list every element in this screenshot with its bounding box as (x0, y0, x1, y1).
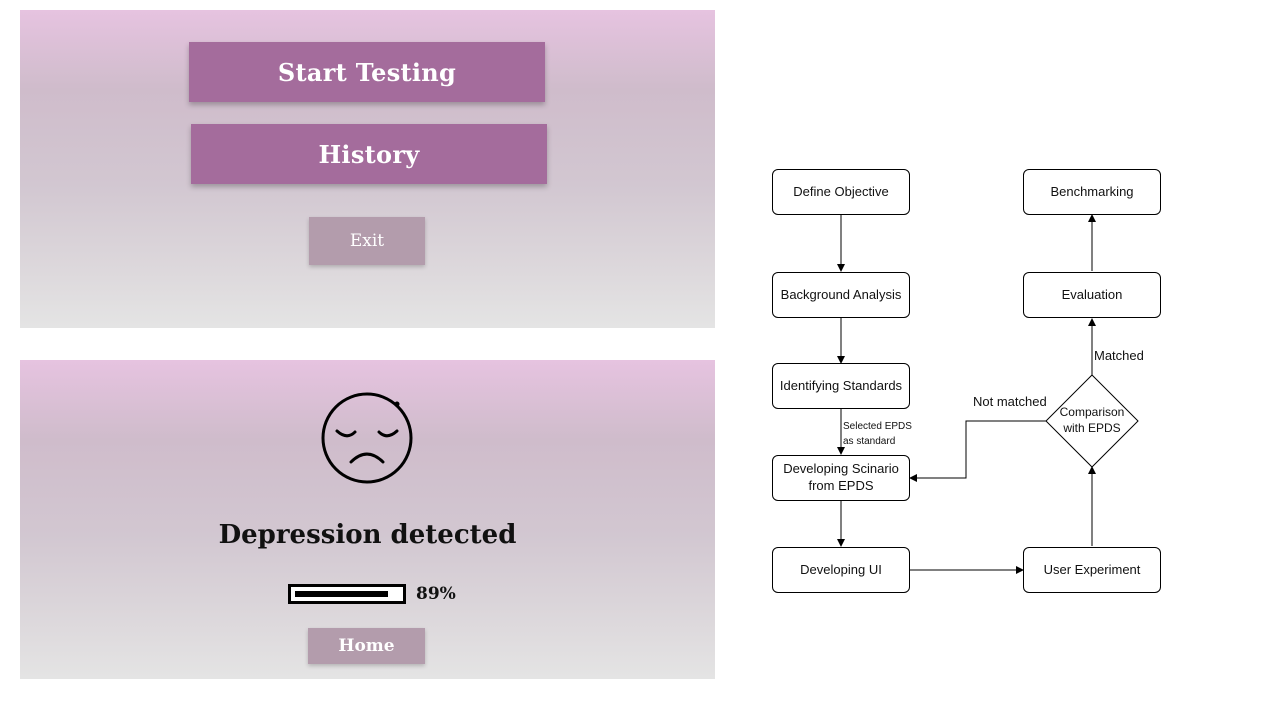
edge-label-not-matched: Not matched (973, 394, 1047, 409)
node-user-experiment-label: User Experiment (1043, 561, 1141, 577)
flowchart-connectors (837, 214, 1139, 574)
node-identifying-standards: Identifying Standards (772, 363, 910, 409)
node-background-analysis: Background Analysis (772, 272, 910, 318)
progress-percentage: 89% (416, 584, 456, 604)
progress-fill (295, 591, 388, 597)
home-button[interactable]: Home (308, 628, 425, 664)
node-developing-ui: Developing UI (772, 547, 910, 593)
edge-label-selected-line2: as standard (843, 436, 896, 447)
node-identifying-standards-label: Identifying Standards (779, 377, 903, 393)
node-define-objective-label: Define Objective (793, 183, 889, 199)
exit-button[interactable]: Exit (309, 217, 425, 265)
node-developing-scenario-line1: Developing Scinario (783, 461, 899, 477)
node-developing-scenario: Developing Scinario from EPDS (772, 455, 910, 501)
node-define-objective: Define Objective (772, 169, 910, 215)
node-developing-ui-label: Developing UI (800, 561, 882, 577)
history-button[interactable]: History (191, 124, 547, 184)
node-evaluation: Evaluation (1023, 272, 1161, 318)
comparison-label-line2: with EPDS (1063, 421, 1121, 436)
sad-face-icon (321, 392, 413, 484)
result-screen: Depression detected 89% Home (20, 360, 715, 679)
methodology-flowchart: Define Objective Background Analysis Ide… (760, 160, 1180, 610)
arrow-comparison-to-scenario (909, 420, 1046, 482)
node-benchmarking-label: Benchmarking (1050, 183, 1134, 199)
comparison-label-line1: Comparison (1059, 405, 1125, 419)
node-evaluation-label: Evaluation (1061, 286, 1123, 302)
node-benchmarking: Benchmarking (1023, 169, 1161, 215)
menu-screen: Start Testing History Exit (20, 10, 715, 328)
edge-label-selected: Selected EPDS as standard (843, 419, 912, 449)
comparison-diamond (1045, 374, 1139, 468)
node-developing-scenario-line2: from EPDS (808, 478, 874, 493)
node-background-analysis-label: Background Analysis (780, 286, 902, 302)
start-testing-button[interactable]: Start Testing (189, 42, 545, 102)
node-user-experiment: User Experiment (1023, 547, 1161, 593)
edge-label-selected-line1: Selected EPDS (843, 421, 912, 432)
result-title: Depression detected (218, 520, 517, 550)
edge-label-matched: Matched (1094, 348, 1144, 363)
comparison-label: Comparison with EPDS (1046, 404, 1138, 436)
depression-progress-bar (288, 584, 406, 604)
